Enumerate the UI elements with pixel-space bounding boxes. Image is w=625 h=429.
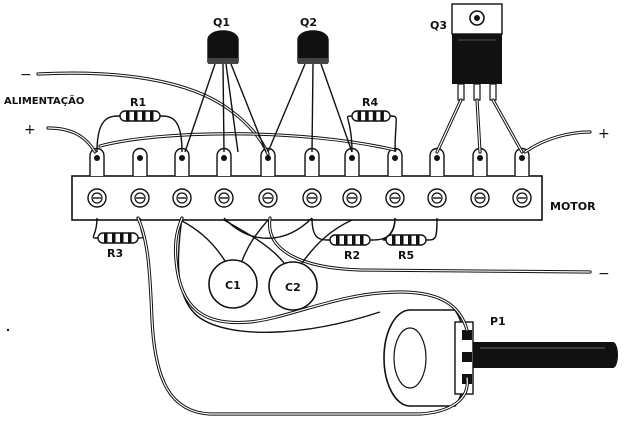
terminal-screw (512, 188, 532, 208)
terminal-lug (429, 147, 445, 176)
terminal-screw (258, 188, 278, 208)
terminal-screw (172, 188, 192, 208)
label-r1: R1 (130, 96, 146, 109)
label-r2: R2 (344, 249, 360, 262)
label-minus-left: − (20, 67, 32, 83)
terminal-lug (174, 147, 190, 176)
resistor-r2 (311, 217, 396, 246)
label-r4: R4 (362, 96, 378, 109)
terminal-screw (342, 188, 362, 208)
terminal-lug (260, 147, 276, 176)
resistor-r5 (382, 217, 438, 246)
label-q1: Q1 (213, 16, 230, 29)
terminal-strip (71, 147, 543, 221)
label-minus-right: − (598, 266, 610, 282)
capacitor-c1 (179, 219, 269, 309)
resistor-r4 (346, 110, 397, 153)
terminal-screw (302, 188, 322, 208)
terminal-lug (304, 147, 320, 176)
terminal-lug (132, 147, 148, 176)
potentiometer-p1 (136, 216, 618, 416)
terminal-screws (87, 188, 532, 208)
terminal-lug (216, 147, 232, 176)
motor-plus-wire (523, 130, 592, 154)
label-p1: P1 (490, 315, 506, 328)
label-plus-right: + (598, 126, 610, 142)
label-r5: R5 (398, 249, 414, 262)
resistor-r1 (96, 110, 183, 153)
capacitor-c2 (223, 219, 353, 311)
transistor-q2 (267, 30, 353, 153)
terminal-lug (514, 147, 530, 176)
transistor-q1 (184, 30, 267, 153)
terminal-screw (427, 188, 447, 208)
resistor-r3 (92, 217, 144, 244)
terminal-lug (387, 147, 403, 176)
label-motor: MOTOR (550, 200, 596, 213)
terminal-lug (89, 147, 105, 176)
terminal-screw (87, 188, 107, 208)
label-alimentacao: ALIMENTAÇÃO (4, 94, 84, 107)
bottom-crossing-wires (177, 217, 381, 333)
label-q2: Q2 (300, 16, 317, 29)
power-wires (36, 71, 592, 274)
label-c2: C2 (285, 281, 301, 294)
terminal-screw (470, 188, 490, 208)
label-c1: C1 (225, 279, 241, 292)
label-q3: Q3 (430, 19, 447, 32)
terminal-lug (344, 147, 360, 176)
terminal-screw (214, 188, 234, 208)
transistor-q3 (435, 3, 524, 154)
terminal-lugs (89, 147, 530, 176)
label-r3: R3 (107, 247, 123, 260)
terminal-screw (130, 188, 150, 208)
label-plus-left: + (24, 122, 36, 138)
terminal-screw (385, 188, 405, 208)
